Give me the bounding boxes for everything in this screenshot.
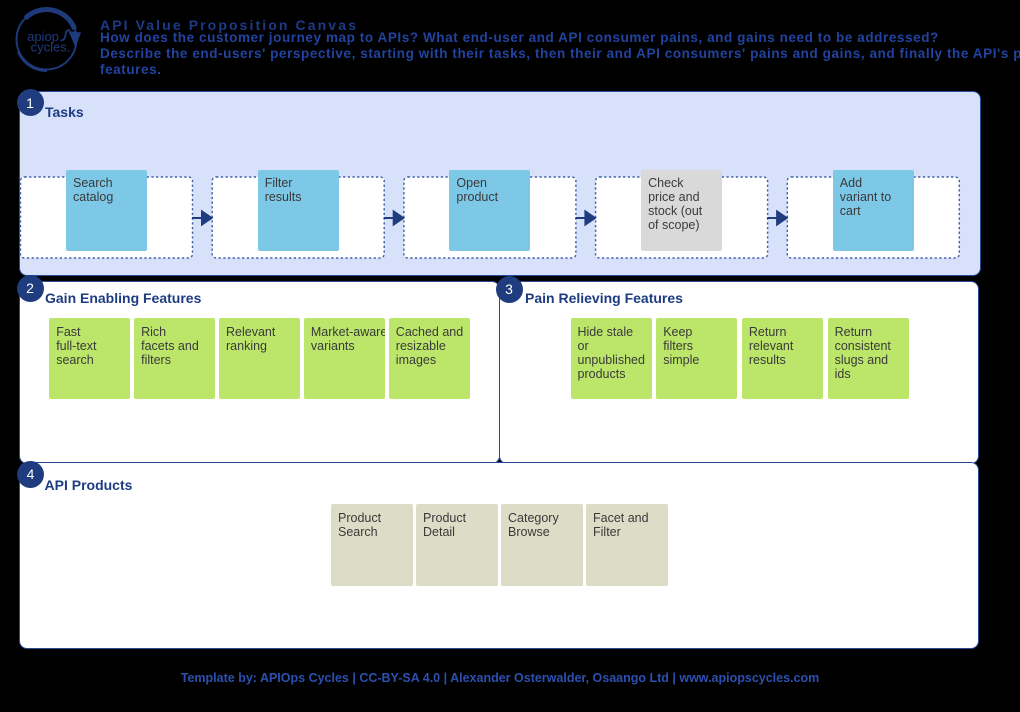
svg-text:cycles.: cycles. bbox=[31, 40, 71, 55]
svg-text:apiop: apiop bbox=[27, 29, 59, 44]
